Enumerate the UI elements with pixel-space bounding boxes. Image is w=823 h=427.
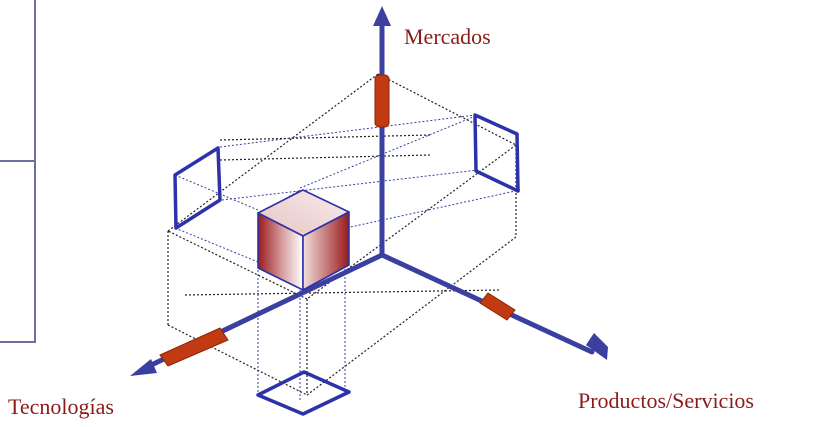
marker-right [479,292,516,321]
cube-side [302,211,350,291]
axis-arrowheads [130,6,608,376]
axis-markers [159,74,516,367]
arrow-up-icon [373,6,391,26]
left-panel-divider [0,160,36,162]
arrow-right-icon [586,333,608,360]
projection-bottom-plane [256,370,351,416]
projection-right-plane [473,113,520,193]
arrow-left-icon [130,359,157,376]
projection-planes [173,113,520,416]
gradient-cube [257,189,350,291]
marker-left [159,327,229,367]
axis-label-mercados: Mercados [404,24,491,49]
axis-label-productos-servicios: Productos/Servicios [578,388,754,413]
left-panel-frame [0,0,36,343]
axes [142,19,595,371]
projection-left-plane [173,146,222,230]
axis-label-tecnologias: Tecnologías [8,394,114,419]
marker-vertical [374,74,390,128]
